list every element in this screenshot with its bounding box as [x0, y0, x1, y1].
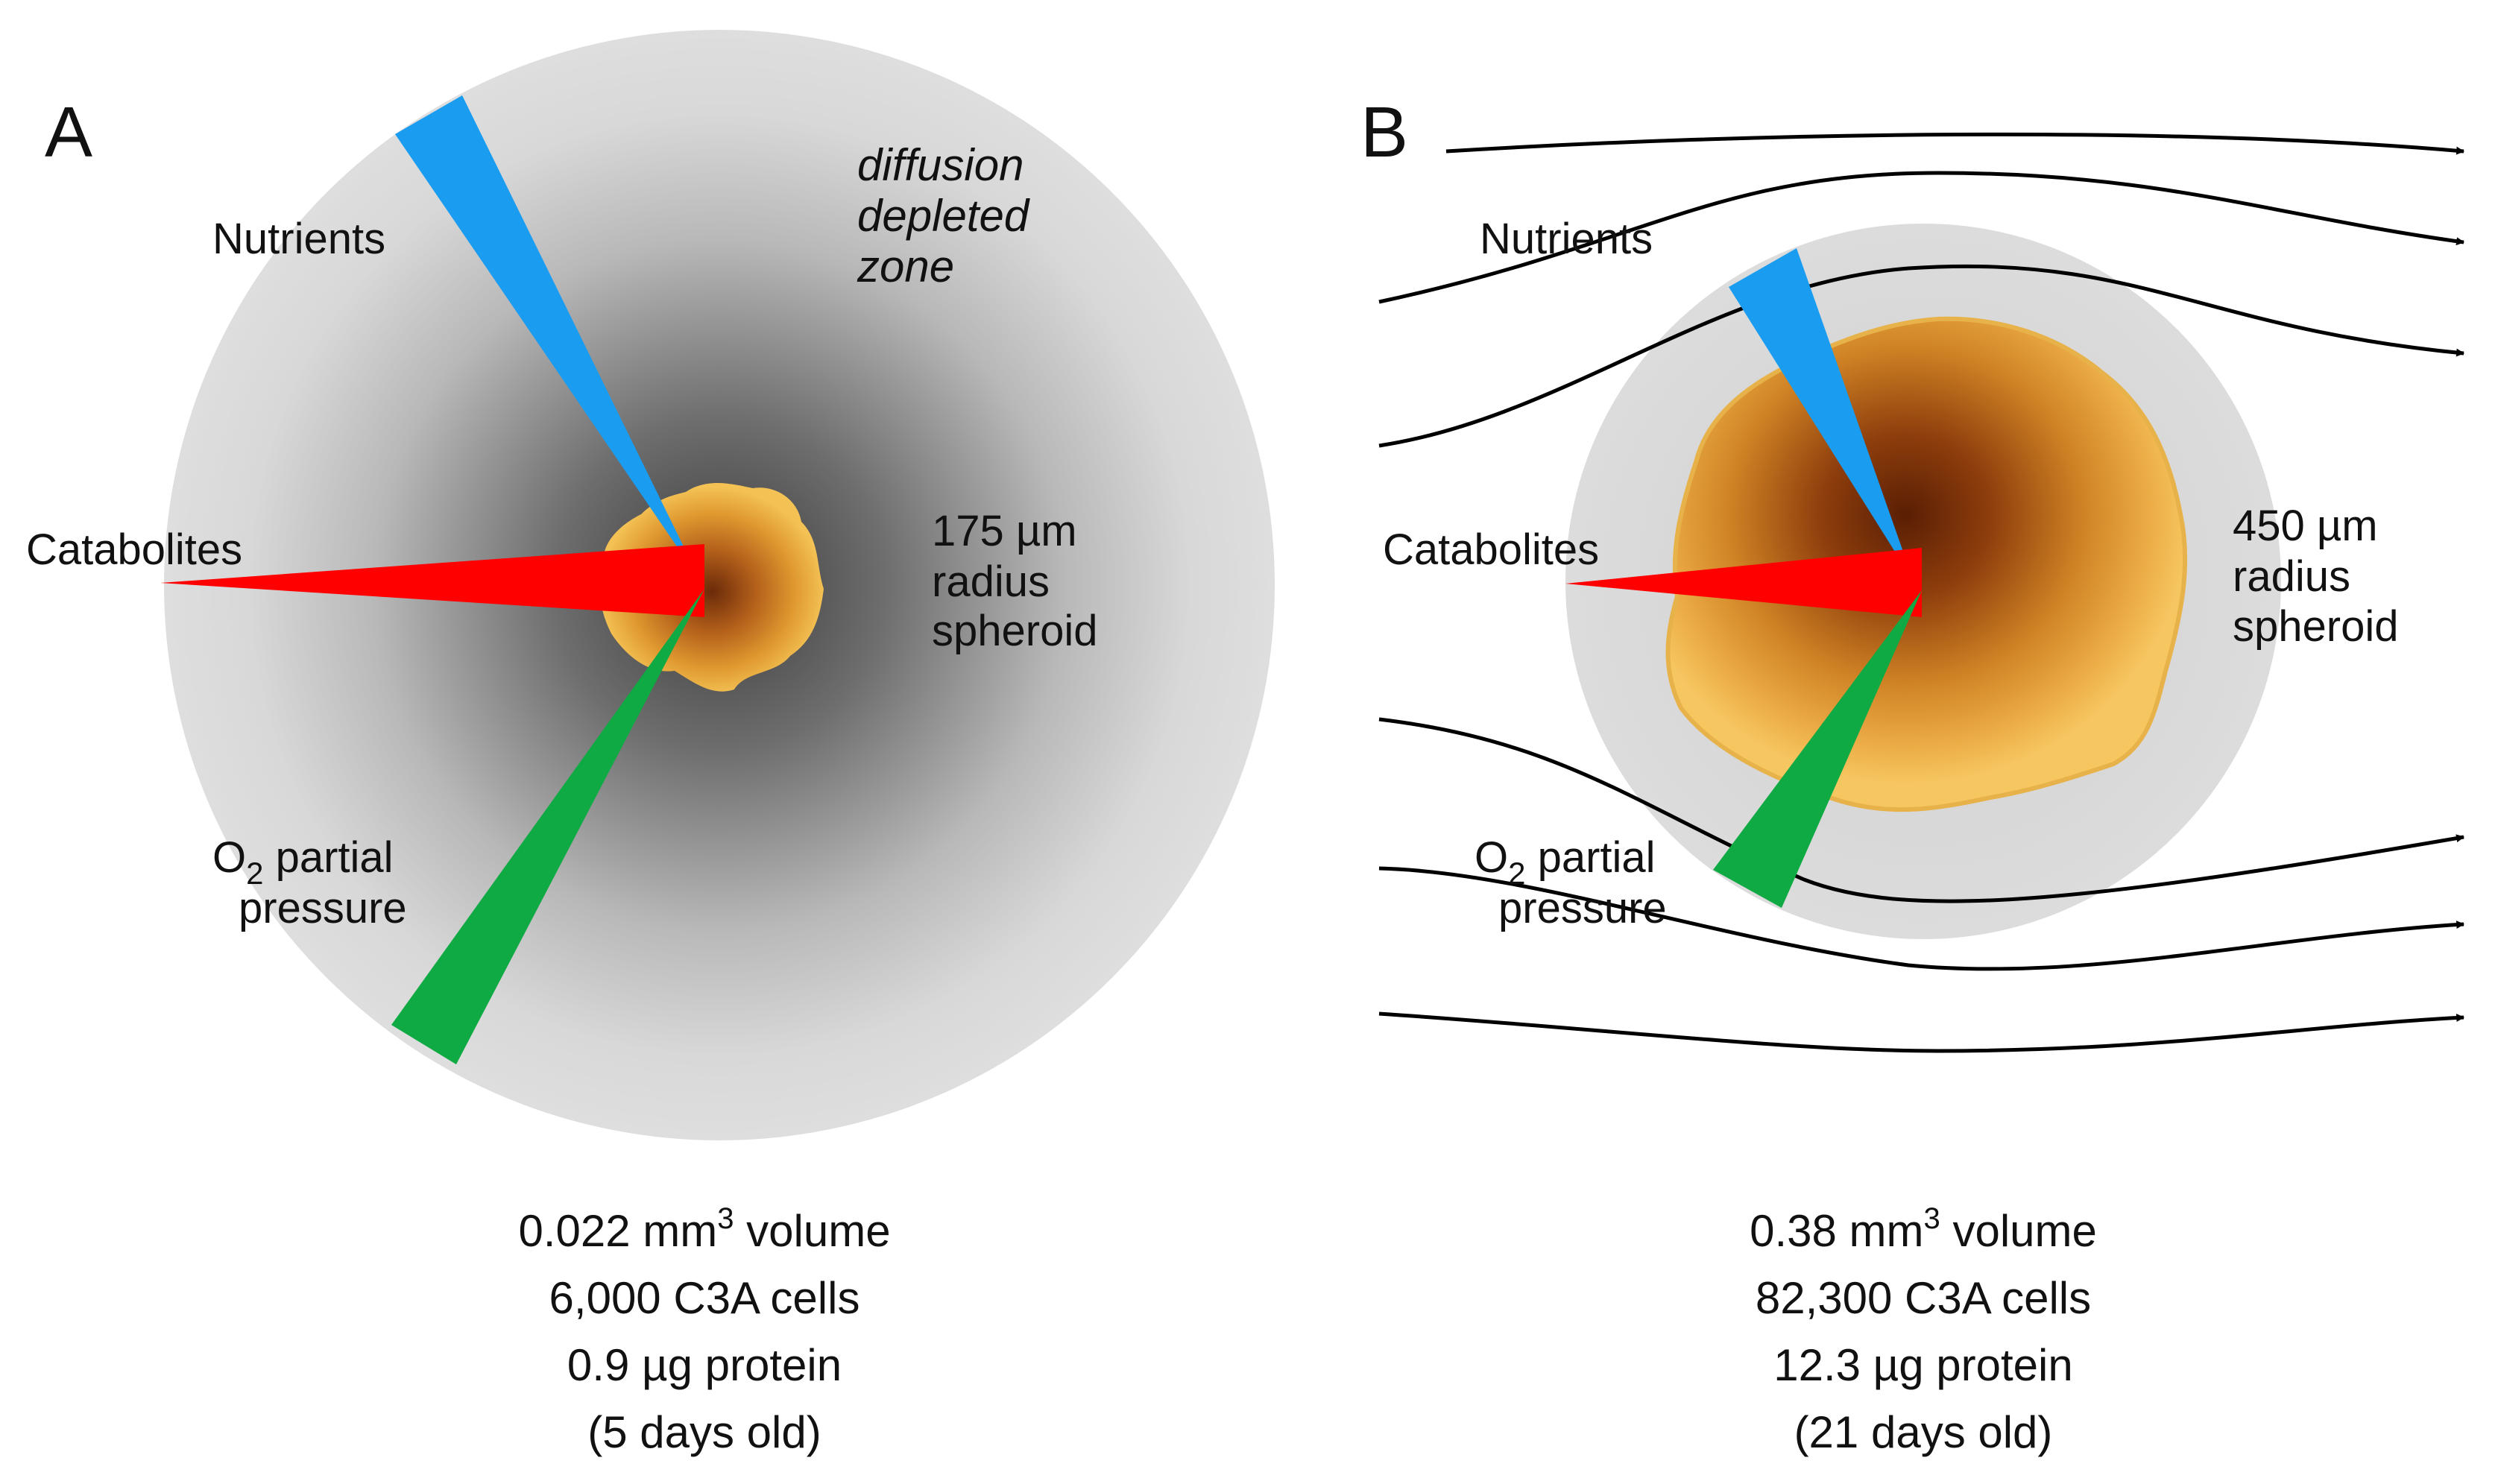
panel-b: B Nutrients Catabolites O2 partial press…: [1360, 92, 2465, 1457]
stats-b: 0.38 mm3 volume 82,300 C3A cells 12.3 µg…: [1750, 1202, 2097, 1457]
nutrients-wedge-a: [395, 95, 701, 581]
o2-label-a: O2 partial: [212, 833, 394, 891]
catabolites-wedge-b: [1565, 548, 1922, 617]
pressure-label-a: pressure: [239, 884, 407, 932]
zone-line-3: zone: [857, 241, 954, 291]
panel-a: A Nutrients Catabolites O2 partial press…: [26, 30, 1275, 1457]
radius-line-3-b: spheroid: [2233, 602, 2398, 651]
nutrients-wedge-b: [1729, 248, 1914, 581]
panel-letter-b: B: [1360, 92, 1408, 172]
o2-label-b: O2 partial: [1475, 833, 1656, 891]
radius-line-1-a: 175 µm: [932, 507, 1077, 555]
zone-line-2: depleted: [857, 191, 1030, 241]
age-a: (5 days old): [587, 1407, 821, 1457]
radius-line-3-a: spheroid: [932, 607, 1097, 655]
pressure-label-b: pressure: [1498, 884, 1667, 932]
flow-line-3: [1378, 264, 2465, 448]
volume-a: 0.022 mm3 volume: [518, 1202, 890, 1256]
cells-b: 82,300 C3A cells: [1756, 1273, 2091, 1323]
catabolites-wedge-a: [160, 544, 704, 617]
flow-line-4: [1378, 717, 2465, 903]
stats-a: 0.022 mm3 volume 6,000 C3A cells 0.9 µg …: [518, 1202, 890, 1457]
spheroid-b: [1665, 316, 2188, 812]
flow-lines: [1378, 132, 2465, 1053]
radius-line-1-b: 450 µm: [2233, 502, 2378, 550]
panel-letter-a: A: [45, 92, 92, 172]
oxygen-wedge-b: [1713, 590, 1922, 908]
nutrients-label-b: Nutrients: [1480, 215, 1653, 263]
radius-line-2-b: radius: [2233, 552, 2350, 601]
oxygen-wedge-a: [391, 589, 704, 1064]
volume-b: 0.38 mm3 volume: [1750, 1202, 2097, 1256]
catabolites-label-a: Catabolites: [26, 525, 242, 574]
age-b: (21 days old): [1794, 1407, 2053, 1457]
flow-line-5: [1378, 866, 2465, 971]
zone-line-1: diffusion: [857, 140, 1024, 190]
catabolites-label-b: Catabolites: [1383, 525, 1599, 574]
radius-line-2-a: radius: [932, 558, 1050, 606]
cells-a: 6,000 C3A cells: [549, 1273, 860, 1323]
nutrients-label-a: Nutrients: [212, 215, 385, 263]
flow-line-1: [1445, 132, 2465, 155]
spheroid-a: [599, 483, 824, 692]
protein-b: 12.3 µg protein: [1773, 1340, 2073, 1390]
flow-line-2: [1378, 171, 2465, 304]
flow-line-6: [1378, 1011, 2465, 1053]
protein-a: 0.9 µg protein: [567, 1340, 842, 1390]
